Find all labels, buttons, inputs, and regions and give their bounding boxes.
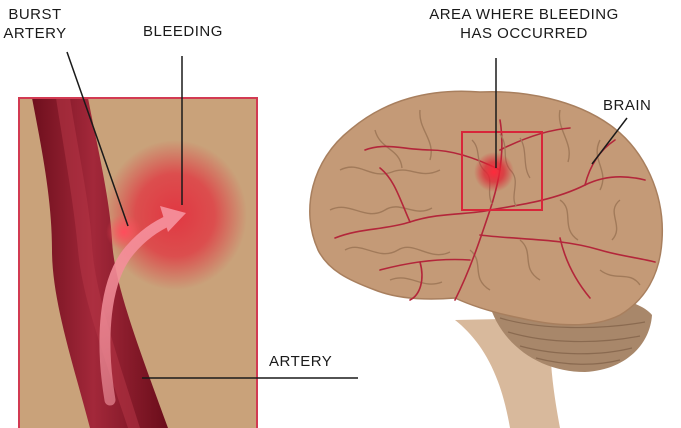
label-area-line2: HAS OCCURRED [378, 24, 670, 43]
cerebrum [310, 91, 663, 325]
label-burst-artery-line2: ARTERY [0, 24, 70, 43]
label-area-bleeding: AREA WHERE BLEEDING HAS OCCURRED [378, 5, 670, 43]
label-brain: BRAIN [603, 96, 651, 115]
label-artery: ARTERY [269, 352, 332, 371]
label-bleeding: BLEEDING [143, 22, 223, 41]
bleed-spot [474, 152, 514, 192]
label-burst-artery: BURST ARTERY [0, 5, 70, 43]
label-burst-artery-line1: BURST [0, 5, 70, 24]
label-area-line1: AREA WHERE BLEEDING [378, 5, 670, 24]
